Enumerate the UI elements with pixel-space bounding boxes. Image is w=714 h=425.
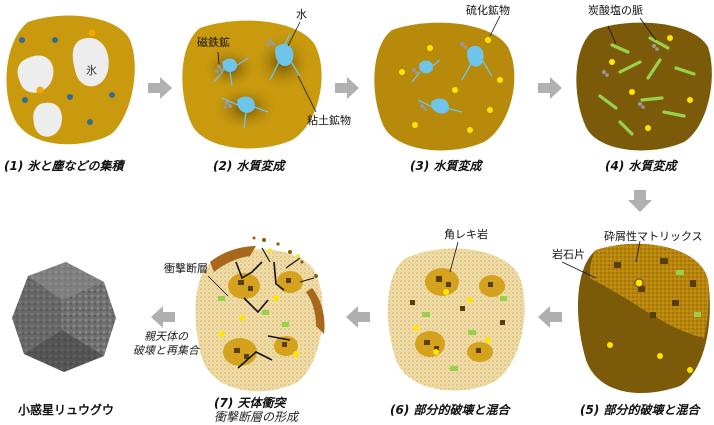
ice-grain — [33, 102, 62, 137]
ice-grain — [17, 55, 54, 93]
water-pocket — [213, 33, 301, 129]
caption-stage-4: (4) 水質変成 — [605, 159, 677, 173]
stage-4-body: 炭酸塩の脈 — [576, 3, 712, 151]
arrow-4-5 — [628, 190, 652, 212]
sulfide-label: 硫化鉱物 — [466, 3, 510, 17]
carbonate-veins — [598, 36, 696, 136]
caption-stage-6: (6) 部分的破壊と混合 — [390, 403, 510, 417]
caption-stage-2: (2) 水質変成 — [213, 159, 285, 173]
stage-1-body: 氷 — [6, 15, 135, 145]
arrow-7-ryugu — [151, 306, 175, 328]
caption-ryugu: 小惑星リュウグウ — [18, 403, 115, 417]
caption-stage-1: (1) 氷と塵などの集積 — [4, 159, 124, 173]
sulfide-grains — [399, 37, 503, 133]
clast-label: 岩石片 — [552, 247, 585, 261]
reaccumulation-note: 親天体の 破壊と再集合 — [126, 330, 206, 358]
ice-label: 氷 — [86, 64, 97, 77]
stage-7-body: 衝撃断層 — [164, 236, 325, 392]
arrow-3-4 — [538, 77, 562, 99]
stage-6-body: 角レキ岩 — [387, 227, 525, 391]
arrow-1-2 — [148, 77, 172, 99]
breccia-label: 角レキ岩 — [444, 227, 488, 241]
magnetite-grains — [215, 39, 275, 109]
caption-stage-7: (7) 天体衝突 — [214, 396, 286, 410]
caption-stage-7-sub: 衝撃断層の形成 — [214, 410, 299, 424]
magnetite-label: 磁鉄鉱 — [197, 35, 230, 49]
water-pocket — [411, 45, 493, 114]
reaccumulation-note-line-2: 破壊と再集合 — [133, 344, 199, 357]
matrix-label: 砕屑性マトリックス — [604, 229, 703, 243]
ejection-arrows — [261, 247, 315, 283]
ryugu-image — [12, 262, 116, 372]
arrow-5-6 — [538, 306, 562, 328]
water-label: 水 — [296, 8, 307, 21]
reaccumulation-note-line-1: 親天体の — [144, 330, 188, 343]
stage-5-body: 砕屑性マトリックス 岩石片 — [552, 229, 710, 394]
caption-stage-5: (5) 部分的破壊と混合 — [580, 403, 700, 417]
arrow-6-7 — [346, 306, 370, 328]
impact-faults — [235, 261, 291, 369]
clay-label: 粘土鉱物 — [307, 113, 351, 127]
carbonate-label: 炭酸塩の脈 — [588, 3, 643, 17]
stage-3-body: 硫化鉱物 — [374, 3, 515, 151]
arrow-2-3 — [335, 77, 359, 99]
stage-2-body: 磁鉄鉱 水 粘土鉱物 — [182, 8, 351, 149]
ice-grain — [72, 37, 109, 87]
fault-label: 衝撃断層 — [164, 261, 208, 275]
caption-stage-3: (3) 水質変成 — [410, 159, 482, 173]
